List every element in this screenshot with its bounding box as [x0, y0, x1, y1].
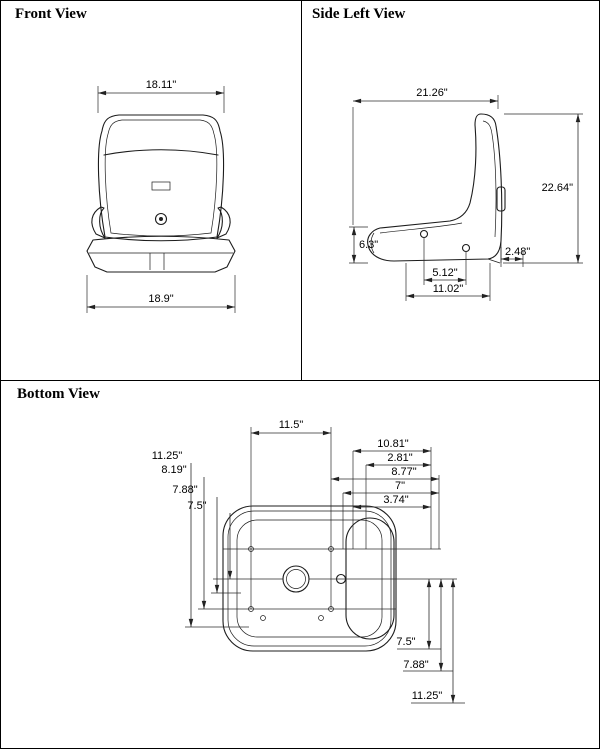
side-overall-height-label: 22.64" — [542, 182, 574, 194]
dim-bottom-right-bottom-stack: 7.5" 7.88" 11.25" — [396, 579, 465, 704]
bottom-dim-left-7-88-label: 7.88" — [172, 484, 197, 496]
bottom-dim-8-77-label: 8.77" — [391, 466, 416, 478]
bottom-dim-3-74-label: 3.74" — [383, 494, 408, 506]
dim-side-rear-offset: 2.48" — [500, 246, 530, 267]
side-hole-spacing-label: 5.12" — [432, 267, 457, 279]
front-seat-drawing — [86, 114, 236, 273]
side-left-view-panel: Side Left View 21.26" — [302, 1, 599, 381]
dim-bottom-left-stack: 11.25" 8.19" 7.88" 7.5" — [152, 450, 233, 627]
bottom-view-panel: Bottom View — [1, 381, 599, 748]
bottom-dim-left-7-5-label: 7.5" — [187, 500, 206, 512]
front-bottom-width-label: 18.9" — [148, 293, 173, 305]
bottom-dim-right-7-5-label: 7.5" — [396, 636, 415, 648]
bottom-slot-width-label: 11.5" — [279, 419, 304, 431]
front-view-panel: Front View — [1, 1, 302, 381]
bottom-view-title: Bottom View — [17, 386, 100, 402]
side-rear-offset-label: 2.48" — [505, 246, 530, 258]
dim-bottom-right-stack: 10.81" 2.81" 8.77" 7" 3.74" — [331, 438, 440, 549]
side-base-length-label: 11.02" — [433, 283, 464, 295]
dim-front-bottom-width: 18.9" — [86, 275, 236, 313]
bottom-reference-lines — [185, 548, 457, 628]
side-left-view-drawing: 21.26" 22.64" 6.3" 2.48" 5.12" — [349, 87, 583, 301]
side-left-view-title: Side Left View — [312, 6, 406, 22]
dim-side-depth-top: 21.26" — [352, 87, 499, 225]
dim-front-top-width: 18.11" — [97, 79, 225, 113]
bottom-dim-10-81-label: 10.81" — [377, 438, 409, 450]
dim-side-base-length: 11.02" — [405, 263, 491, 301]
bottom-dim-right-7-88-label: 7.88" — [403, 659, 428, 671]
side-front-height-label: 6.3" — [359, 239, 378, 251]
front-view-drawing: 18.11" 18.9" — [86, 79, 236, 313]
bottom-dim-2-81-label: 2.81" — [387, 452, 412, 464]
dim-side-hole-spacing: 5.12" — [423, 238, 467, 285]
front-view-title: Front View — [15, 6, 87, 22]
dim-bottom-slot-width: 11.5" — [250, 419, 332, 549]
front-top-width-label: 18.11" — [146, 79, 177, 91]
bottom-dim-right-11-25-label: 11.25" — [412, 690, 443, 702]
bottom-dim-left-11-25-label: 11.25" — [152, 450, 183, 462]
bottom-view-drawing: 11.5" 10.81" 2.81" 8.77" 7" 3.74" 11.25"… — [152, 419, 465, 704]
dim-side-overall-height: 22.64" — [503, 113, 583, 264]
dim-side-front-height: 6.3" — [349, 226, 378, 264]
bottom-dim-left-8-19-label: 8.19" — [161, 464, 186, 476]
bottom-dim-7-label: 7" — [395, 480, 405, 492]
bottom-seat-drawing — [222, 505, 397, 652]
side-seat-drawing — [367, 113, 506, 264]
side-depth-top-label: 21.26" — [416, 87, 448, 99]
